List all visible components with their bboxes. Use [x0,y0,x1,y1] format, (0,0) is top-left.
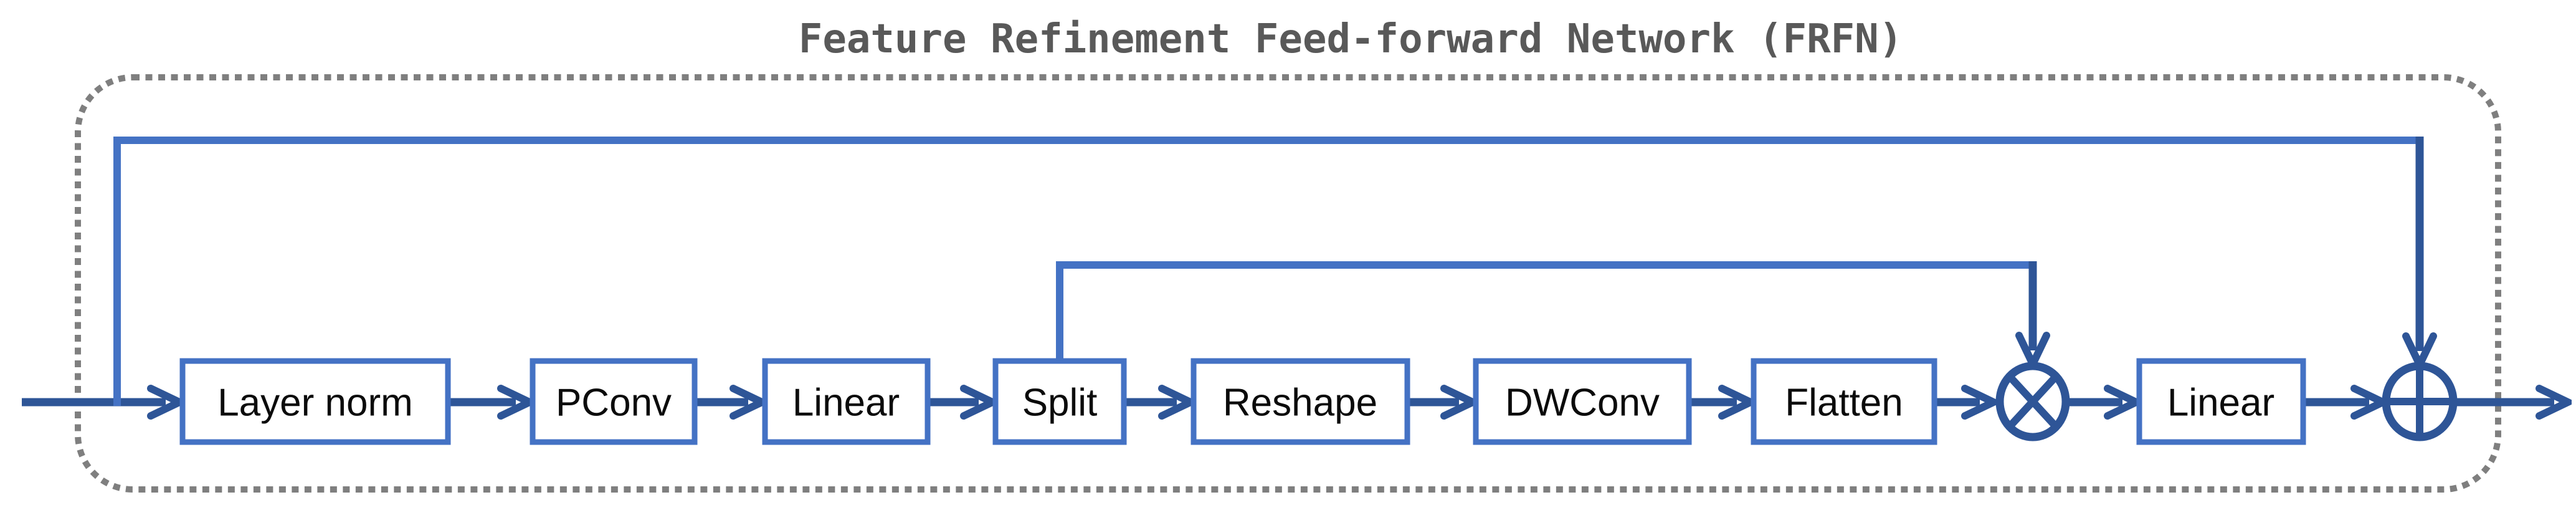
node-reshape-label: Reshape [1223,382,1377,425]
node-layer-norm-box [179,358,451,445]
node-split-box [992,358,1127,445]
skip-line-split-to-multiply [1056,261,2033,362]
node-layer-norm: Layer norm [179,358,451,445]
node-pconv: PConv [530,358,698,445]
node-flatten-label: Flatten [1785,382,1903,425]
node-dwconv-box [1473,358,1692,445]
node-pconv-label: PConv [556,382,672,425]
node-split-label: Split [1022,382,1098,425]
node-linear-2-label: Linear [2167,382,2274,425]
node-linear-1: Linear [762,358,931,445]
node-layer-norm-label: Layer norm [217,382,413,425]
node-flatten: Flatten [1751,358,1937,445]
node-flatten-box [1751,358,1937,445]
node-reshape: Reshape [1191,358,1410,445]
node-split: Split [992,358,1127,445]
diagram-title: Feature Refinement Feed-forward Network … [799,16,1903,62]
add-operator-icon [2382,362,2458,441]
skip-line-input-to-add [113,137,2420,406]
node-dwconv-label: DWConv [1505,382,1660,425]
multiply-x-stroke-2 [2007,373,2059,430]
node-linear-2-box [2136,358,2306,445]
frfn-dashed-frame [75,74,2501,493]
node-pconv-box [530,358,698,445]
node-linear-1-label: Linear [792,382,900,425]
node-linear-1-box [762,358,931,445]
node-linear-2: Linear [2136,358,2306,445]
node-dwconv: DWConv [1473,358,1692,445]
multiply-operator-icon [1995,362,2070,441]
node-reshape-box [1191,358,1410,445]
